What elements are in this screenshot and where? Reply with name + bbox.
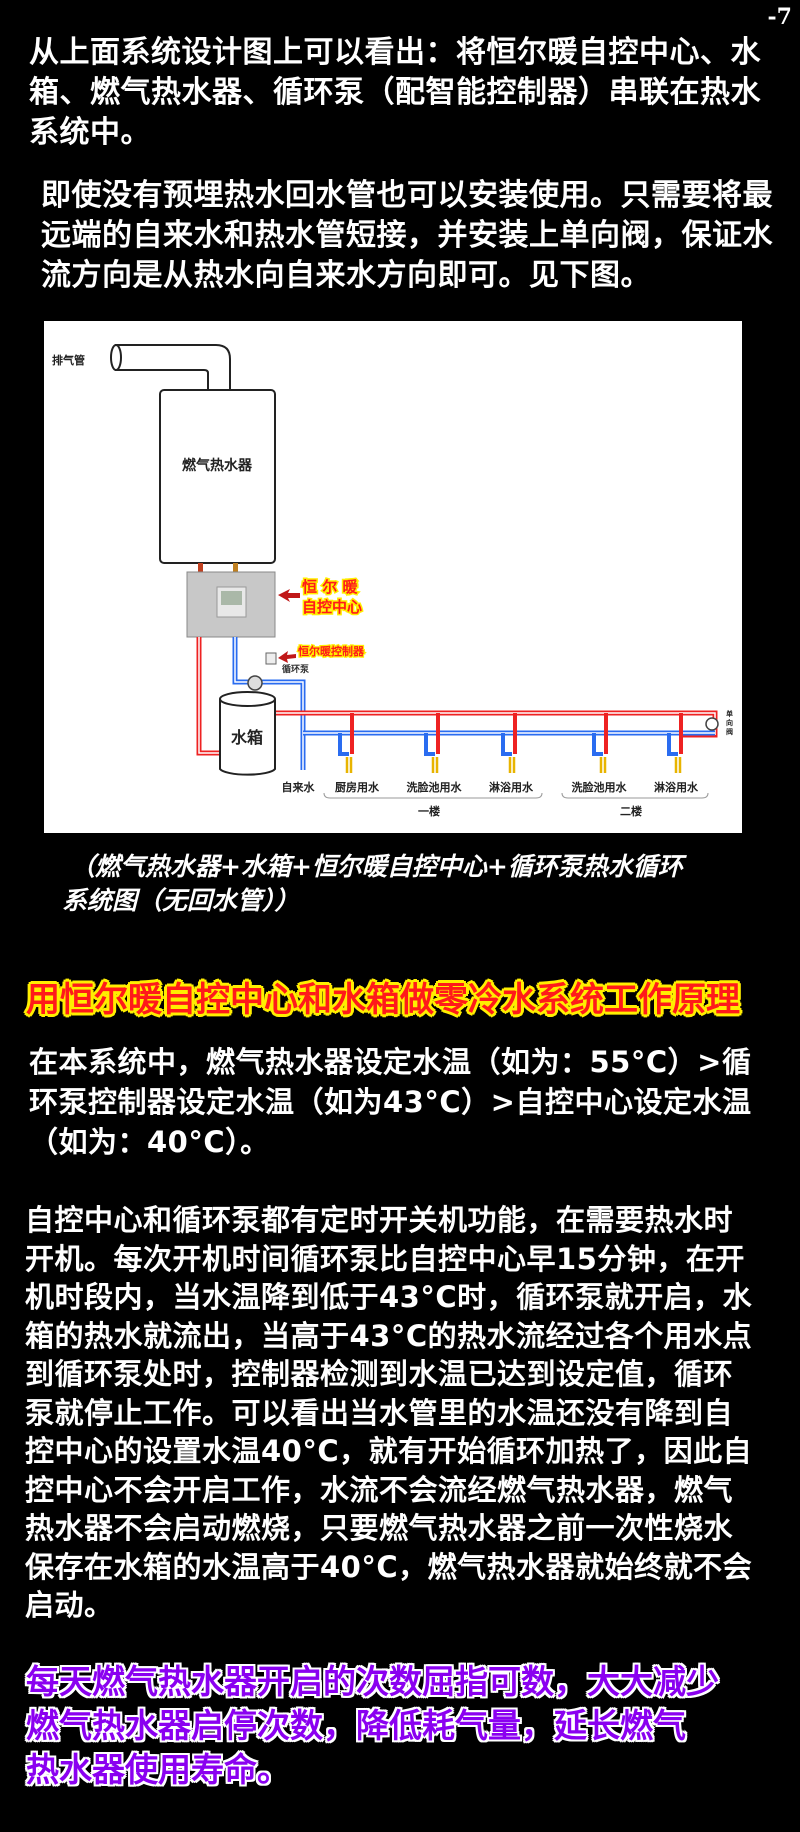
text-line: 自控中心和循环泵都有定时开关机功能，在需要热水时: [25, 1203, 734, 1237]
text-line: 到循环泵处时，控制器检测到水温已达到设定值，循环: [25, 1357, 734, 1391]
text-line: 从上面系统设计图上可以看出：将恒尔暖自控中心、水: [29, 35, 761, 70]
check-valve-label: 单: [726, 709, 733, 718]
text-line: 即使没有预埋热水回水管也可以安装使用。只需要将最: [41, 178, 773, 213]
text-line: 热水器不会启动燃烧，只要燃气热水器之前一次性烧水: [25, 1511, 734, 1545]
text-line: 机时段内，当水温降到低于43°C时，循环泵就开启，水: [25, 1280, 753, 1314]
floor2-label: 二楼: [620, 804, 642, 818]
hot-pipe-heater-to-tank: [196, 637, 220, 756]
controller-label: 恒尔暖控制器: [298, 644, 365, 658]
text-line: 开机。每次开机时间循环泵比自控中心早15分钟，在开: [25, 1241, 745, 1276]
cold-branch-pipe: [424, 733, 435, 756]
outlet-pipe: [345, 757, 353, 773]
text-line: 启动。: [25, 1588, 114, 1622]
control-center-label: 恒 尔 暖: [302, 578, 358, 596]
text-line: 保存在水箱的水温高于40°C，燃气热水器就始终就不会: [25, 1549, 753, 1584]
text-line: 流方向是从热水向自来水方向即可。见下图。: [41, 258, 651, 293]
page-number: -7: [767, 4, 792, 30]
text-line: （如为：40°C）。: [29, 1125, 270, 1159]
caption-line: （燃气热水器+水箱+恒尔暖自控中心+循环泵热水循环: [70, 852, 683, 881]
text-line: 远端的自来水和热水管短接，并安装上单向阀，保证水: [41, 218, 773, 253]
pump-label: 循环泵: [282, 663, 310, 675]
floor1-bracket: [323, 792, 543, 799]
outlet-pipe: [674, 757, 682, 773]
control-center-label: 自控中心: [302, 598, 362, 616]
section-heading: 用恒尔暖自控中心和水箱做零冷水系统工作原理: [26, 980, 740, 1020]
circulation-pump-icon: [247, 675, 263, 691]
arrow-icon: [278, 651, 296, 663]
floor1-label: 一楼: [418, 804, 440, 818]
text-line: 燃气热水器启停次数，降低耗气量，延长燃气: [26, 1706, 686, 1745]
text-line: 系统中。: [29, 115, 151, 150]
diagram-caption: （燃气热水器+水箱+恒尔暖自控中心+循环泵热水循环 系统图（无回水管））: [62, 850, 683, 918]
outlet-pipe: [599, 757, 607, 773]
cold-branch-pipe: [667, 733, 678, 756]
temperature-settings-paragraph: 在本系统中，燃气热水器设定水温（如为：55°C）>循 环泵控制器设定水温（如为4…: [29, 1042, 751, 1162]
cold-branch-pipe: [592, 733, 603, 756]
text-line: 箱、燃气热水器、循环泵（配智能控制器）串联在热水: [29, 75, 761, 110]
text-line: 环泵控制器设定水温（如为43°C）>自控中心设定水温: [29, 1085, 752, 1119]
outlet-label: 淋浴用水: [489, 780, 534, 794]
text-line: 在本系统中，燃气热水器设定水温（如为：55°C）>循: [29, 1045, 752, 1079]
water-tank: [219, 691, 276, 776]
tank-label: 水箱: [231, 728, 263, 747]
check-valve-icon: [705, 717, 719, 731]
exhaust-label: 排气管: [52, 353, 85, 367]
check-valve-label: 向: [726, 718, 733, 727]
no-return-pipe-paragraph: 即使没有预埋热水回水管也可以安装使用。只需要将最 远端的自来水和热水管短接，并安…: [41, 176, 773, 296]
outlet-label: 洗脸池用水: [407, 780, 463, 794]
cold-branch-pipe: [338, 733, 349, 756]
gas-heater-box: [159, 389, 276, 564]
arrow-icon: [278, 589, 300, 602]
outlet-label: 淋浴用水: [654, 780, 699, 794]
check-valve-label: 阀: [726, 727, 733, 736]
text-line: 每天燃气热水器开启的次数屈指可数，大大减少: [26, 1662, 719, 1701]
tap-water-label: 自来水: [282, 780, 316, 794]
outlet-pipe: [508, 757, 516, 773]
text-line: 控中心不会开启工作，水流不会流经燃气热水器，燃气: [25, 1472, 734, 1507]
outlet-label: 洗脸池用水: [572, 780, 628, 794]
outlet-label: 厨房用水: [335, 780, 380, 794]
working-principle-paragraph: 自控中心和循环泵都有定时开关机功能，在需要热水时 开机。每次开机时间循环泵比自控…: [25, 1201, 752, 1625]
outlet-branches: [338, 713, 683, 773]
caption-line: 系统图（无回水管））: [62, 886, 300, 915]
heater-label: 燃气热水器: [182, 457, 253, 474]
text-line: 箱的热水就流出，当高于43°C的热水流经过各个用水点: [25, 1318, 753, 1353]
system-diagram: 排气管 燃气热水器 循环泵 单 向 阀 水箱 恒 尔 暖 自控中心 恒尔暖控制器…: [44, 321, 742, 833]
conclusion-highlight: 每天燃气热水器开启的次数屈指可数，大大减少 燃气热水器启停次数，降低耗气量，延长…: [26, 1660, 719, 1792]
exhaust-pipe: [110, 344, 231, 391]
text-line: 泵就停止工作。可以看出当水管里的水温还没有降到自: [25, 1395, 734, 1430]
pump-controller-icon: [265, 652, 277, 665]
floor2-bracket: [561, 792, 709, 799]
outlet-pipe: [431, 757, 439, 773]
cold-branch-pipe: [501, 733, 512, 756]
intro-paragraph: 从上面系统设计图上可以看出：将恒尔暖自控中心、水 箱、燃气热水器、循环泵（配智能…: [29, 33, 761, 153]
text-line: 控中心的设置水温40°C，就有开始循环加热了，因此自: [25, 1434, 753, 1468]
text-line: 热水器使用寿命。: [26, 1750, 290, 1789]
